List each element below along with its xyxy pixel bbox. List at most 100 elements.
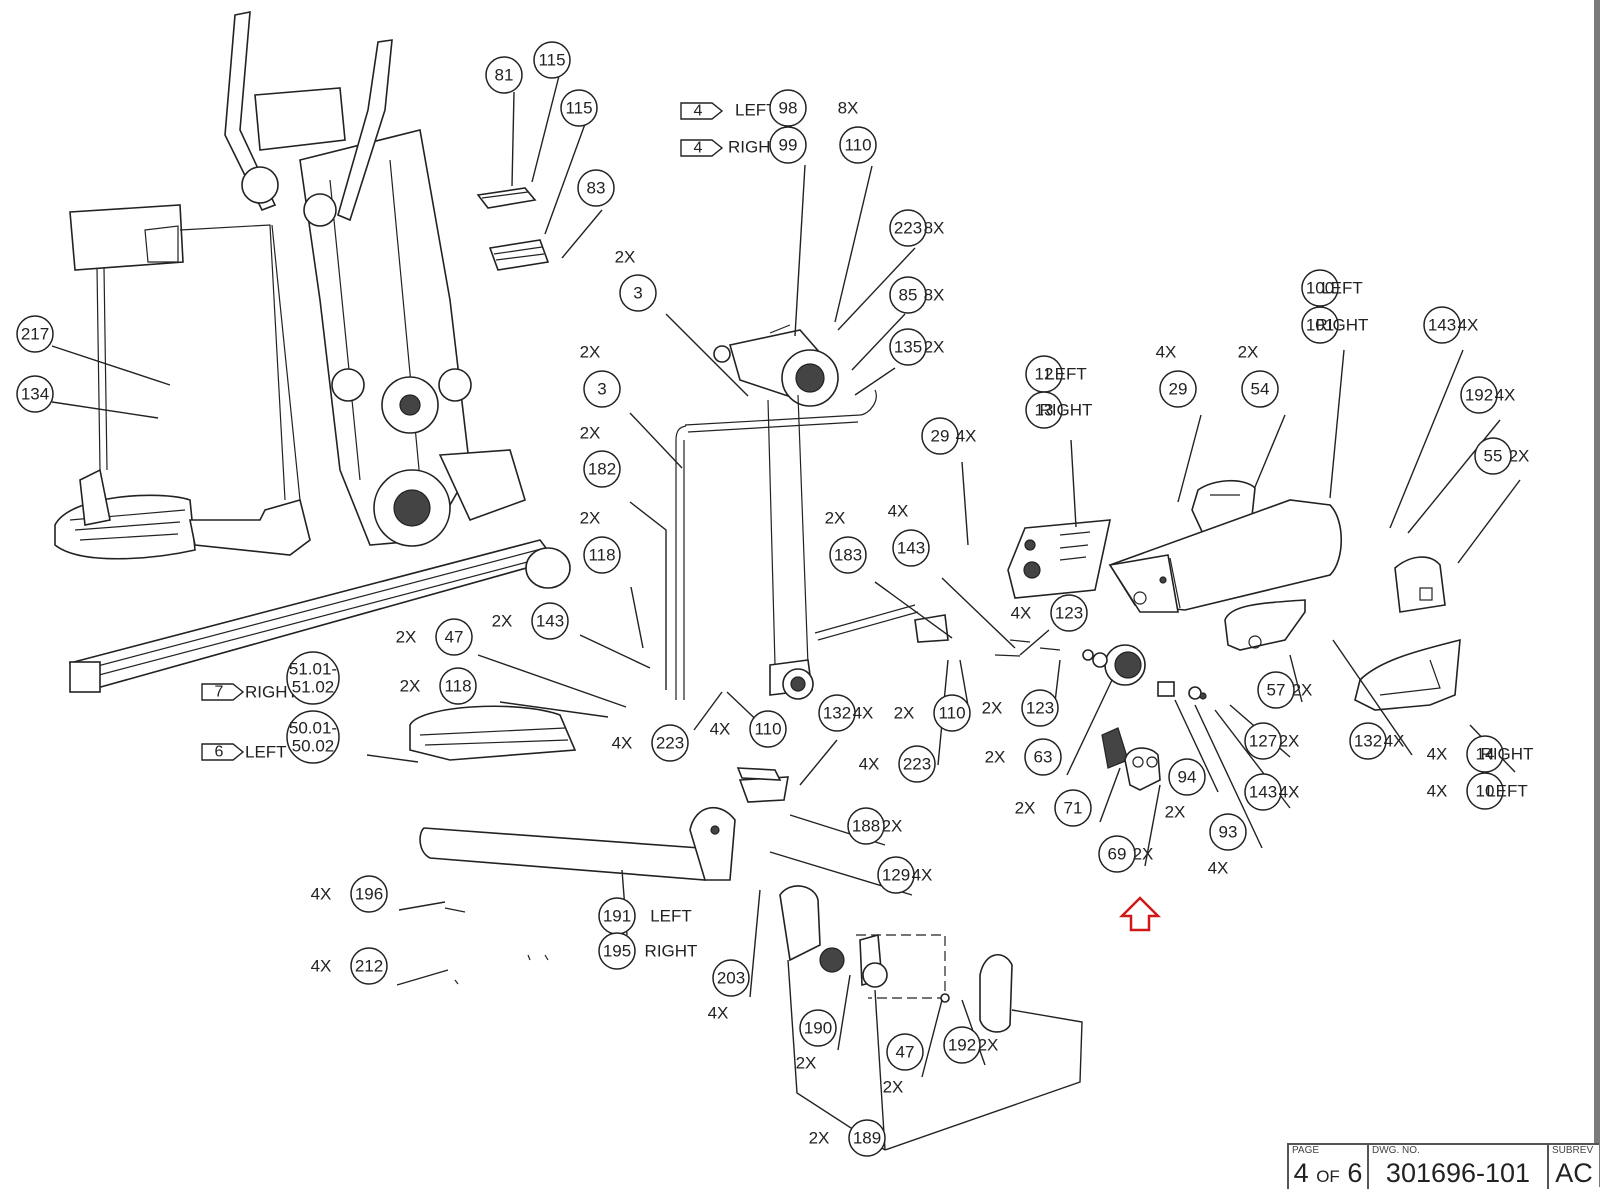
callout-part-number: 132 bbox=[1354, 732, 1382, 751]
callout-quantity: 8X bbox=[838, 99, 859, 118]
callout-quantity: 2X bbox=[924, 338, 945, 357]
callout-c98: 98 bbox=[769, 89, 807, 127]
callout-quantity: 4X bbox=[1279, 783, 1300, 802]
callout-circle bbox=[818, 694, 856, 732]
callout-circle bbox=[898, 745, 936, 783]
callout-part-number: 183 bbox=[834, 546, 862, 565]
callout-part-number: 203 bbox=[717, 969, 745, 988]
callout-part-number: 81 bbox=[495, 66, 514, 85]
callout-part-number: 85 bbox=[899, 286, 918, 305]
callout-quantity: 2X bbox=[1133, 845, 1154, 864]
callout-circle bbox=[1168, 758, 1206, 796]
callout-quantity: 2X bbox=[1279, 732, 1300, 751]
callout-c85: 85 8X bbox=[889, 276, 945, 314]
callout-circle bbox=[886, 1033, 924, 1071]
subrev-value: AC bbox=[1555, 1158, 1593, 1188]
callout-part-number: 99 bbox=[779, 136, 798, 155]
callout-quantity: 2X bbox=[580, 424, 601, 443]
callout-part-number: 118 bbox=[588, 546, 615, 565]
callout-quantity: 8X bbox=[924, 286, 945, 305]
callout-circle bbox=[1050, 594, 1088, 632]
callout-part-number: 192 bbox=[948, 1036, 976, 1055]
callout-circle bbox=[892, 529, 930, 567]
callout-circle bbox=[933, 694, 971, 732]
callout-quantity: 4X bbox=[311, 957, 332, 976]
callout-part-number: 132 bbox=[823, 704, 851, 723]
page-of: OF bbox=[1316, 1167, 1340, 1186]
callout-circle bbox=[1098, 835, 1136, 873]
title-block-page: PAGE 4 OF 6 bbox=[1289, 1145, 1369, 1189]
title-block-subrev: SUBREV AC bbox=[1549, 1145, 1599, 1189]
callout-circle bbox=[847, 807, 885, 845]
callout-side: RIGHT bbox=[1316, 316, 1369, 335]
callout-c3b: 32X bbox=[580, 343, 621, 408]
callout-quantity: 4X bbox=[708, 1004, 729, 1023]
callout-circle bbox=[531, 602, 569, 640]
callout-circle bbox=[889, 328, 927, 366]
callout-quantity: 4X bbox=[912, 866, 933, 885]
callout-quantity: 2X bbox=[985, 748, 1006, 767]
callout-circle bbox=[651, 724, 689, 762]
title-block: PAGE 4 OF 6 DWG. NO. 301696-101 SUBREV A… bbox=[1287, 1143, 1599, 1189]
callout-quantity: 2X bbox=[492, 612, 513, 631]
callout-part-number: 192 bbox=[1465, 386, 1493, 405]
callout-c5001: 50.01-50.02 bbox=[286, 710, 340, 764]
callout-circle bbox=[1241, 370, 1279, 408]
callout-circle bbox=[1301, 306, 1339, 344]
callout-circle bbox=[350, 875, 388, 913]
callout-part-number: 51.02 bbox=[292, 678, 335, 697]
title-block-dwg: DWG. NO. 301696-101 bbox=[1369, 1145, 1549, 1189]
callout-part-number: 71 bbox=[1064, 799, 1083, 818]
callout-part-number: 127 bbox=[1249, 732, 1277, 751]
callout-quantity: 2X bbox=[883, 1078, 904, 1097]
callout-part-number: 29 bbox=[931, 427, 950, 446]
callout-circle bbox=[1460, 376, 1498, 414]
callout-quantity: 2X bbox=[825, 509, 846, 528]
callout-part-number: 57 bbox=[1267, 681, 1286, 700]
callout-c83: 83 bbox=[577, 169, 615, 207]
callout-circle bbox=[848, 1119, 886, 1157]
callout-part-number: 135 bbox=[894, 338, 922, 357]
callout-circle bbox=[839, 126, 877, 164]
page-total: 6 bbox=[1347, 1158, 1363, 1188]
callout-part-number: 63 bbox=[1034, 748, 1053, 767]
callout-circle bbox=[799, 1009, 837, 1047]
callout-circle bbox=[1021, 689, 1059, 727]
callout-circle bbox=[889, 276, 927, 314]
callout-quantity: 4X bbox=[1495, 386, 1516, 405]
callout-part-number: 143 bbox=[536, 612, 564, 631]
sheet-tag-left-50: 6 bbox=[201, 743, 245, 761]
callout-circle bbox=[769, 126, 807, 164]
callout-c69: 69 2X bbox=[1098, 835, 1154, 873]
callout-side: LEFT bbox=[1045, 365, 1087, 384]
callout-quantity: 2X bbox=[809, 1129, 830, 1148]
callout-part-number: 118 bbox=[444, 677, 471, 696]
callout-quantity: 2X bbox=[400, 677, 421, 696]
callout-part-number: 3 bbox=[633, 284, 642, 303]
callout-quantity: 2X bbox=[982, 699, 1003, 718]
callout-quantity: 4X bbox=[888, 502, 909, 521]
callout-quantity: 4X bbox=[311, 885, 332, 904]
callout-part-number: 123 bbox=[1026, 699, 1054, 718]
callout-part-number: 217 bbox=[21, 325, 49, 344]
idler-hardware-illustration bbox=[736, 639, 1207, 803]
callout-quantity: 8X bbox=[924, 219, 945, 238]
callout-part-number: 69 bbox=[1108, 845, 1127, 864]
callout-part-number: 50.02 bbox=[292, 737, 335, 756]
callout-circle bbox=[1466, 772, 1504, 810]
svg-text:4: 4 bbox=[694, 103, 703, 120]
callout-circle bbox=[439, 667, 477, 705]
callout-quantity: 2X bbox=[396, 628, 417, 647]
callout-quantity: 4X bbox=[612, 734, 633, 753]
